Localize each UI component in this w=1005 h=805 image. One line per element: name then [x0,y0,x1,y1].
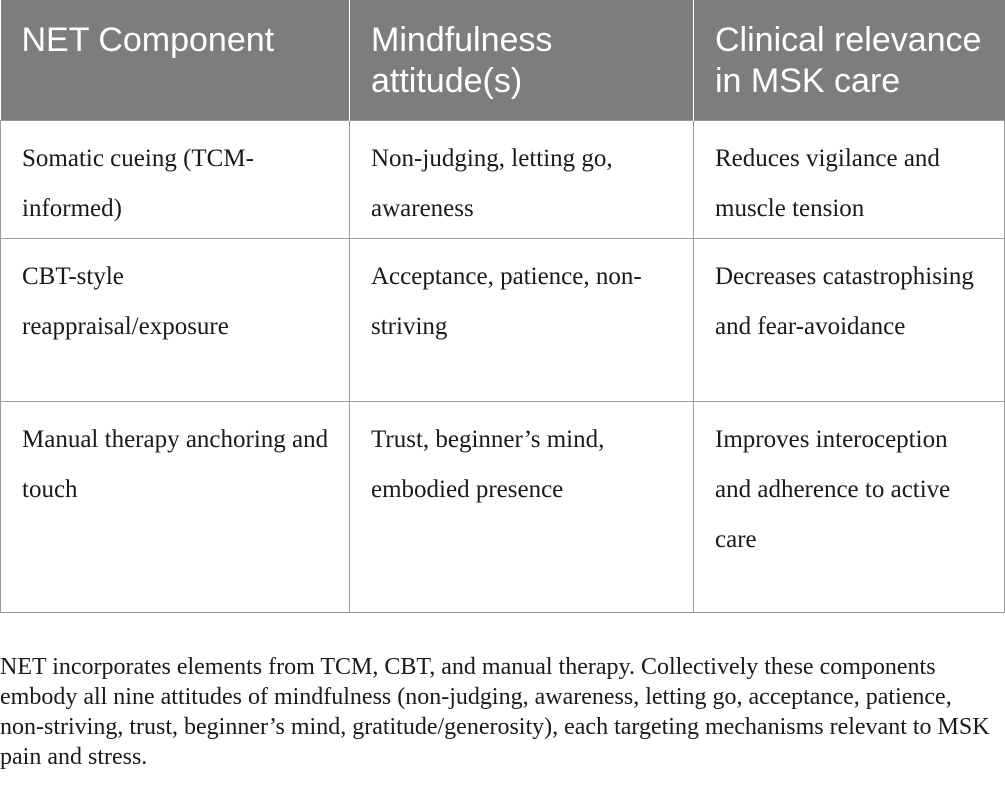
table-container: NET Component Mindfulness attitude(s) Cl… [0,0,1005,613]
table-row: Somatic cueing (TCM-informed) Non-judgin… [0,119,1005,239]
cell-attitudes: Non-judging, letting go, awareness [349,119,694,239]
cell-relevance: Improves interoception and adherence to … [693,400,1005,613]
cell-attitudes: Trust, beginner’s mind, embodied presenc… [349,400,694,613]
table-row: Manual therapy anchoring and touch Trust… [0,400,1005,613]
table-row: CBT-style reappraisal/exposure Acceptanc… [0,237,1005,402]
cell-attitudes: Acceptance, patience, non-striving [349,237,694,402]
header-net-component: NET Component [0,0,350,120]
cell-relevance: Reduces vigilance and muscle tension [693,119,1005,239]
net-components-table: NET Component Mindfulness attitude(s) Cl… [0,0,1005,613]
header-clinical-relevance: Clinical relevance in MSK care [693,0,1005,120]
header-mindfulness-attitudes: Mindfulness attitude(s) [349,0,694,120]
cell-component: CBT-style reappraisal/exposure [0,237,350,402]
cell-component: Manual therapy anchoring and touch [0,400,350,613]
cell-component: Somatic cueing (TCM-informed) [0,119,350,239]
table-header-row: NET Component Mindfulness attitude(s) Cl… [0,0,1005,120]
table-footnote: NET incorporates elements from TCM, CBT,… [0,654,990,770]
cell-relevance: Decreases catastrophising and fear-avoid… [693,237,1005,402]
